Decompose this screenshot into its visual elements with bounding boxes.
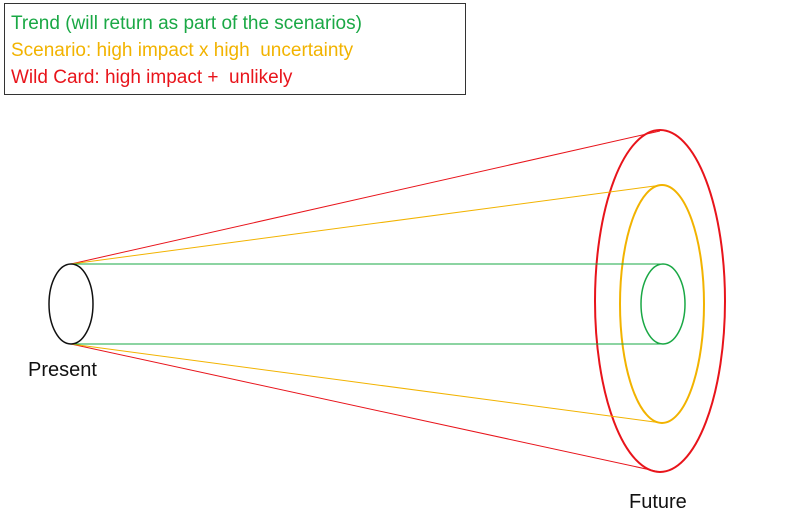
legend-scenario: Scenario: high impact x high uncertainty — [11, 40, 354, 61]
scenario-upper-edge — [70, 184, 663, 265]
legend-box: Trend (will return as part of the scenar… — [4, 3, 466, 95]
legend-wildcard: Wild Card: high impact + unlikely — [11, 67, 293, 88]
wildcard-upper-edge — [70, 130, 661, 265]
present-ellipse — [48, 263, 94, 345]
present-label: Present — [28, 359, 97, 381]
trend-ellipse — [640, 263, 686, 345]
wildcard-lower-edge — [70, 343, 661, 473]
future-label: Future — [629, 491, 687, 513]
scenario-ellipse — [619, 184, 705, 424]
legend-trend: Trend (will return as part of the scenar… — [11, 13, 362, 34]
wildcard-ellipse — [594, 129, 726, 473]
scenario-lower-edge — [70, 343, 663, 424]
